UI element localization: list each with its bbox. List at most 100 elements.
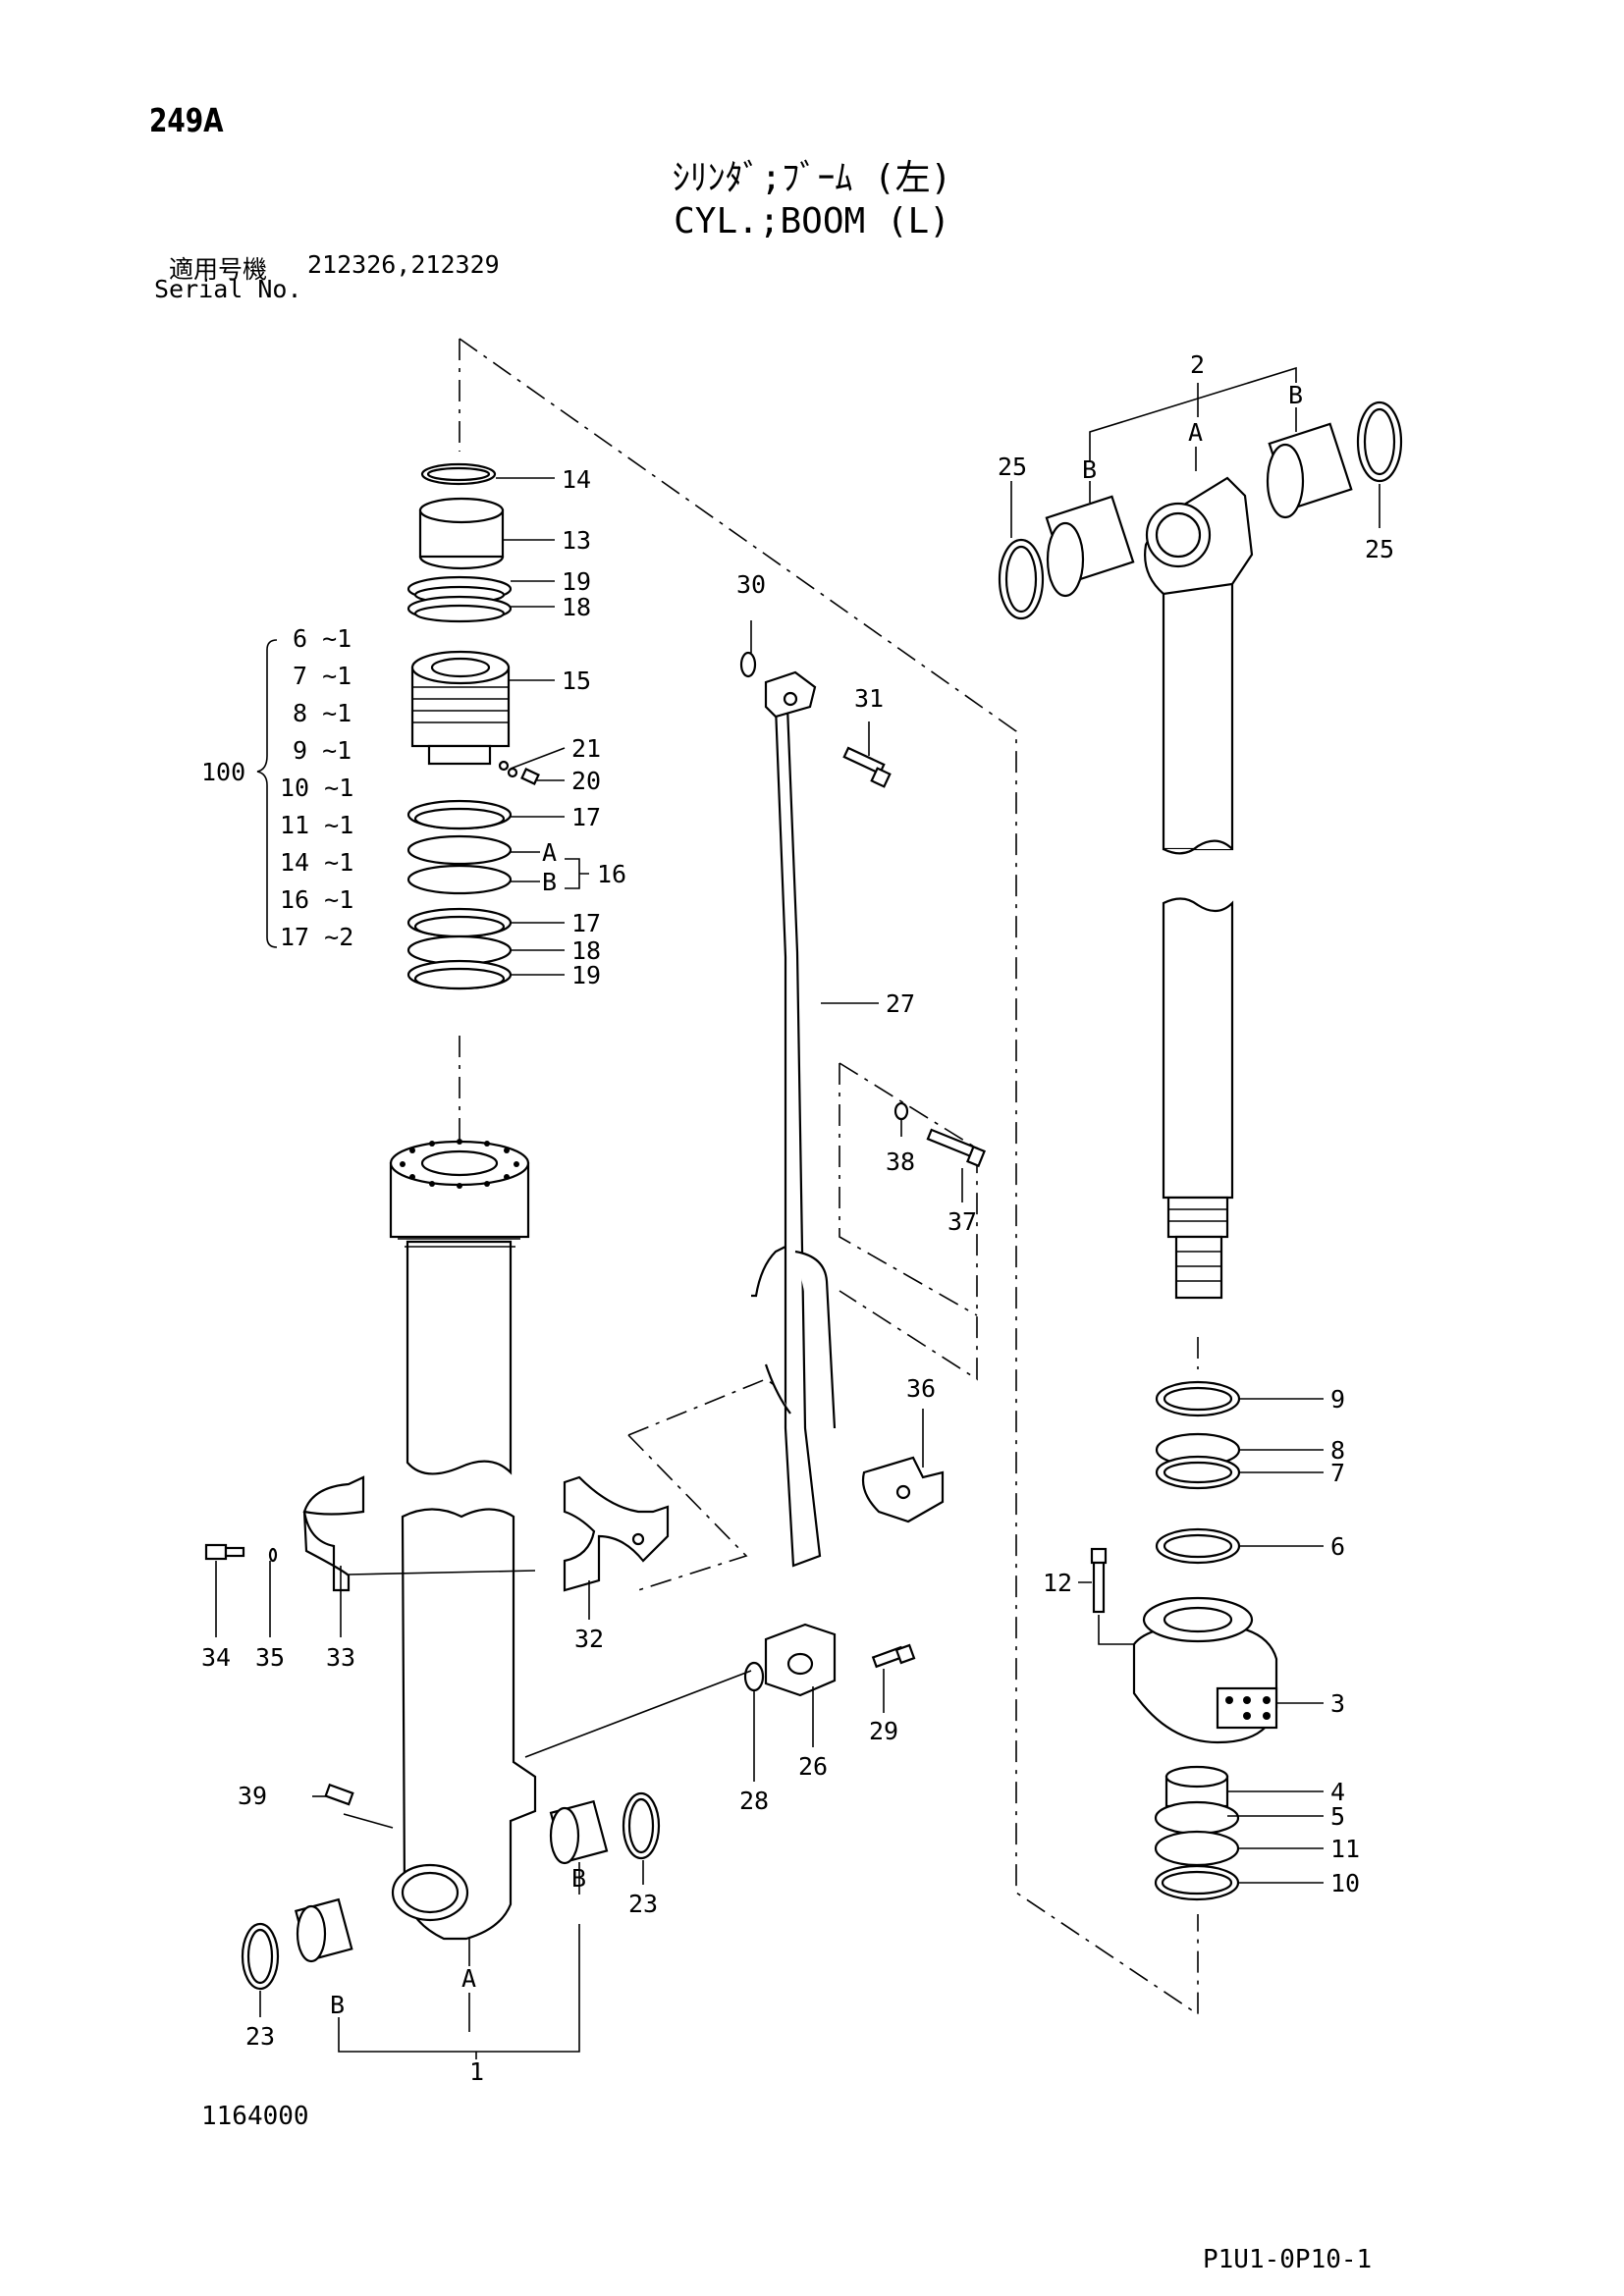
dust-seal-25-right <box>1356 400 1403 483</box>
label-B-tube-left: B <box>330 1991 345 2019</box>
band-32 <box>563 1475 670 1592</box>
callout-26: 26 <box>798 1752 828 1781</box>
callout-18-upper: 18 <box>562 593 591 621</box>
callout-7: 7 <box>1330 1459 1345 1487</box>
band-33 <box>302 1475 365 1592</box>
bushing-pin-B-left <box>294 1897 353 1963</box>
callout-15: 15 <box>562 667 591 695</box>
cylinder-head-15 <box>410 650 511 766</box>
callout-23-left: 23 <box>245 2022 275 2051</box>
callout-5: 5 <box>1330 1802 1345 1831</box>
grease-fitting-39 <box>324 1783 354 1806</box>
callout-10: 10 <box>1330 1869 1360 1897</box>
kit-item: 8 ~1 <box>293 699 352 727</box>
callout-17-lower: 17 <box>571 909 601 937</box>
serial-label-japanese: 適用号機 <box>169 255 268 284</box>
bolt-34 <box>204 1543 245 1561</box>
callout-20: 20 <box>571 767 601 795</box>
callout-1: 1 <box>469 2057 484 2086</box>
dust-seal-25-left <box>998 538 1045 620</box>
cylinder-tube-1 <box>389 1139 537 1941</box>
kit-item: 11 ~1 <box>280 811 353 839</box>
seal-rings-4-5-10-11 <box>1154 1765 1240 1901</box>
label-B-rod-left: B <box>1082 455 1097 484</box>
kit-item: 7 ~1 <box>293 662 352 690</box>
o-ring-30 <box>739 651 757 678</box>
label-A-tube: A <box>461 1964 476 1993</box>
title-japanese: ｼﾘﾝﾀﾞ;ﾌﾞｰﾑ (左) <box>672 158 952 198</box>
callout-25-left: 25 <box>998 453 1027 481</box>
kit-number: 100 <box>201 758 245 786</box>
callout-6: 6 <box>1330 1532 1345 1561</box>
callout-3: 3 <box>1330 1689 1345 1718</box>
seal-kit-list: 100 6 ~1 7 ~1 8 ~1 9 ~1 10 ~1 11 ~1 14 ~… <box>201 624 353 951</box>
label-B-rod-right: B <box>1288 381 1303 409</box>
leader-lines <box>215 366 1380 2059</box>
kit-item: 16 ~1 <box>280 885 353 914</box>
callout-4: 4 <box>1330 1778 1345 1806</box>
callout-39: 39 <box>238 1782 267 1810</box>
callout-13: 13 <box>562 526 591 555</box>
callout-35: 35 <box>255 1643 285 1672</box>
piston-rod-2 <box>1144 476 1254 1300</box>
callout-32: 32 <box>574 1625 604 1653</box>
callout-8: 8 <box>1330 1436 1345 1465</box>
callout-30: 30 <box>736 570 766 599</box>
callout-11: 11 <box>1330 1835 1360 1863</box>
fitting-top <box>764 670 817 719</box>
kit-item: 9 ~1 <box>293 736 352 765</box>
callout-12: 12 <box>1043 1569 1072 1597</box>
callout-14: 14 <box>562 465 591 494</box>
dust-seal-23-left <box>241 1922 280 1991</box>
bushing-B-rod-left <box>1045 495 1135 598</box>
callout-labels: 14 13 19 18 15 21 20 17 A B 16 17 18 19 … <box>201 350 1394 2086</box>
title-english: CYL.;BOOM (L) <box>674 201 950 241</box>
bushing-pin-B-right <box>549 1799 609 1865</box>
callout-36: 36 <box>906 1374 936 1403</box>
callout-28: 28 <box>739 1787 769 1815</box>
callout-34: 34 <box>201 1643 231 1672</box>
page-number: 249A <box>149 101 224 139</box>
callout-16: 16 <box>597 860 626 888</box>
label-B-16: B <box>542 868 557 896</box>
clamp-36 <box>861 1456 945 1523</box>
washer-35 <box>268 1547 278 1563</box>
callout-17-upper: 17 <box>571 803 601 831</box>
ball-and-plug-20-21 <box>498 760 540 785</box>
callout-9: 9 <box>1330 1385 1345 1414</box>
flange-26 <box>764 1623 837 1697</box>
kit-item: 6 ~1 <box>293 624 352 653</box>
bolt-29 <box>871 1643 916 1669</box>
piston-rings-6-9 <box>1155 1380 1241 1565</box>
callout-38: 38 <box>886 1148 915 1176</box>
bushing-B-rod-right <box>1266 422 1353 519</box>
callout-33: 33 <box>326 1643 355 1672</box>
label-B-tube-right: B <box>571 1864 586 1893</box>
callout-2: 2 <box>1190 350 1205 379</box>
label-A-rod: A <box>1188 418 1203 447</box>
serial-label-english: Serial No. <box>154 275 302 303</box>
seal-rings-18-19-upper <box>406 575 513 623</box>
kit-item: 17 ~2 <box>280 923 353 951</box>
serial-numbers: 212326,212329 <box>307 250 500 279</box>
bolt-12 <box>1090 1547 1108 1614</box>
callout-19-lower: 19 <box>571 961 601 989</box>
drawing-code: 1164000 <box>201 2102 309 2131</box>
page-code: P1U1-0P10-1 <box>1203 2245 1373 2274</box>
callout-37: 37 <box>947 1207 977 1236</box>
callout-31: 31 <box>854 684 884 713</box>
seal-rings-16-17-18-19-lower <box>406 799 513 990</box>
pipe-27 <box>751 705 837 1568</box>
callout-19-upper: 19 <box>562 567 591 596</box>
callout-21: 21 <box>571 734 601 763</box>
o-ring-28 <box>743 1661 765 1692</box>
washer-38 <box>893 1101 909 1121</box>
dust-seal-23-right <box>622 1791 661 1860</box>
bushing-13 <box>418 497 505 570</box>
bolt-37 <box>926 1128 986 1168</box>
wiper-ring-14 <box>420 462 497 486</box>
kit-item: 14 ~1 <box>280 848 353 877</box>
bolt-31 <box>842 746 892 788</box>
label-A-16: A <box>542 838 557 867</box>
